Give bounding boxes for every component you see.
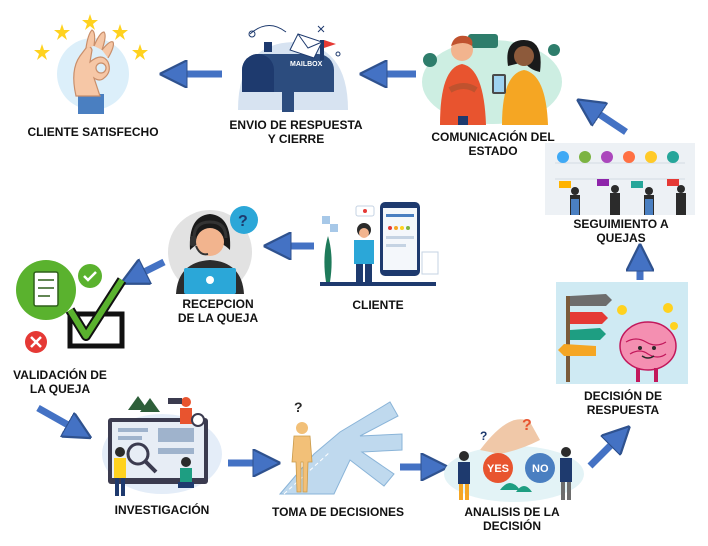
svg-text:?: ? bbox=[238, 213, 248, 230]
people-communicating-illustration bbox=[422, 34, 562, 125]
person-yellow bbox=[114, 447, 126, 496]
arrow-analisis-to-decision bbox=[587, 432, 624, 469]
yes-text: YES bbox=[487, 463, 509, 475]
question-icon bbox=[230, 206, 258, 234]
person-right bbox=[560, 447, 572, 500]
step-label: RECEPCION DE LA QUEJA bbox=[177, 297, 259, 325]
person-binoculars bbox=[168, 397, 192, 424]
investigation-illustration bbox=[102, 396, 222, 496]
app-icons bbox=[557, 151, 679, 163]
person-left bbox=[458, 451, 470, 500]
arrow-seguimiento-to-comunicacion bbox=[584, 104, 628, 135]
mailbox-text: MAILBOX bbox=[290, 61, 323, 68]
step-label: ANALISIS DE LA DECISIÓN bbox=[464, 505, 560, 533]
step-label: CLIENTE SATISFECHO bbox=[27, 125, 159, 139]
tracking-team-illustration bbox=[545, 143, 695, 215]
step-label: TOMA DE DECISIONES bbox=[271, 505, 405, 519]
svg-text:?: ? bbox=[480, 429, 487, 443]
person-figure bbox=[354, 223, 374, 282]
yes-no-analysis-illustration: ? ? YES NO bbox=[444, 417, 584, 502]
svg-text:?: ? bbox=[522, 417, 532, 434]
person-green bbox=[178, 457, 194, 488]
call-center-agent-illustration: ? bbox=[168, 206, 258, 294]
ok-hand-stars-illustration bbox=[34, 14, 148, 114]
person-figure bbox=[291, 422, 313, 493]
crossroads-illustration: ? bbox=[278, 399, 403, 495]
check-icon bbox=[78, 264, 102, 288]
validation-checklist-illustration bbox=[16, 260, 127, 353]
brain-signpost-illustration bbox=[556, 282, 688, 384]
step-label: ENVIO DE RESPUESTA Y CIERRE bbox=[229, 118, 363, 146]
brain-icon bbox=[619, 321, 677, 382]
step-label: DECISIÓN DE RESPUESTA bbox=[583, 389, 662, 417]
mailbox-illustration: MAILBOX bbox=[238, 25, 348, 112]
step-label: VALIDACIÓN DE LA QUEJA bbox=[13, 368, 107, 396]
step-label: SEGUIMIENTO A QUEJAS bbox=[573, 217, 669, 245]
step-label: COMUNICACIÓN DEL ESTADO bbox=[431, 130, 555, 158]
star-icon bbox=[34, 14, 148, 60]
no-text: NO bbox=[532, 463, 549, 475]
step-label: CLIENTE bbox=[352, 298, 404, 312]
client-phone-illustration bbox=[316, 196, 440, 290]
arrow-validacion-to-investigacion bbox=[36, 404, 84, 434]
svg-text:?: ? bbox=[294, 399, 303, 415]
arrow-recepcion-to-validacion bbox=[128, 262, 166, 280]
step-label: INVESTIGACIÓN bbox=[114, 503, 210, 517]
